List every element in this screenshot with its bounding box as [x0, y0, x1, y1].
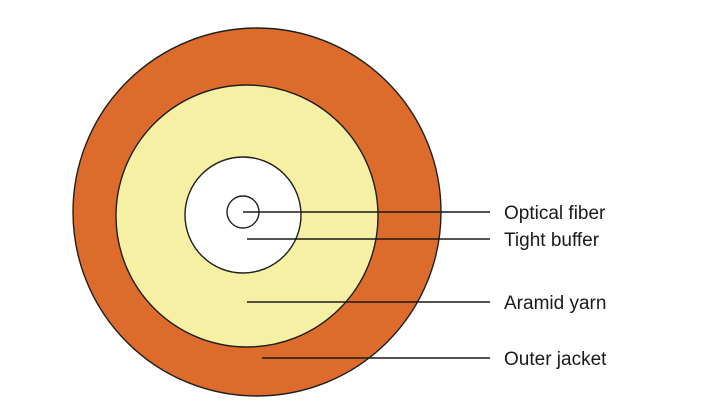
aramid-yarn-label: Aramid yarn: [504, 293, 606, 314]
tight-buffer-label: Tight buffer: [504, 230, 600, 251]
outer-jacket-label: Outer jacket: [504, 349, 607, 370]
optical-fiber-label: Optical fiber: [504, 203, 606, 224]
